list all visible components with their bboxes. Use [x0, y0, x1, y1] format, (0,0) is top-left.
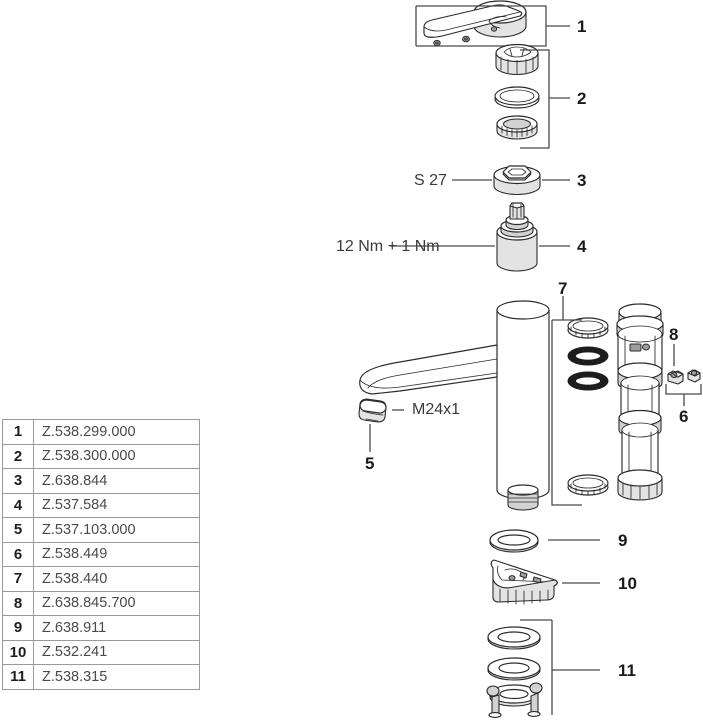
- part-10-base-plate: [490, 559, 558, 605]
- part-6-nut: [687, 369, 701, 383]
- callout-5: 5: [365, 454, 375, 473]
- callout-leader-2: [520, 49, 570, 149]
- table-cell-item: 2: [2, 443, 34, 469]
- part-3-cap-nut: [493, 165, 541, 196]
- parts-table-body: 1 Z.538.299.000 2 Z.538.300.000 3 Z.638.…: [2, 419, 200, 690]
- callout-11: 11: [618, 661, 636, 680]
- callout-leader-7: [551, 296, 582, 506]
- table-row: 4 Z.537.584: [2, 492, 200, 518]
- callout-leader-6: [665, 384, 702, 406]
- callout-leader-5: [369, 409, 404, 452]
- table-row: 6 Z.538.449: [2, 541, 200, 567]
- table-row: 8 Z.638.845.700: [2, 590, 200, 616]
- table-cell-part-number: Z.538.299.000: [33, 419, 200, 445]
- table-cell-part-number: Z.537.103.000: [33, 517, 200, 543]
- callout-4: 4: [577, 237, 587, 256]
- callout-2: 2: [577, 89, 587, 108]
- table-cell-part-number: Z.532.241: [33, 639, 200, 665]
- annotation-torque: 12 Nm + 1 Nm: [336, 238, 440, 255]
- table-cell-item: 10: [2, 639, 34, 665]
- part-7-seal-kit: [567, 317, 609, 496]
- callout-3: 3: [577, 171, 587, 190]
- table-row: 9 Z.638.911: [2, 615, 200, 641]
- callout-10: 10: [618, 574, 637, 593]
- table-cell-item: 6: [2, 541, 34, 567]
- table-cell-item: 3: [2, 468, 34, 494]
- table-cell-part-number: Z.537.584: [33, 492, 200, 518]
- table-cell-part-number: Z.538.315: [33, 664, 200, 690]
- spout-body: [359, 300, 550, 511]
- table-cell-part-number: Z.638.911: [33, 615, 200, 641]
- callout-9: 9: [618, 531, 628, 550]
- part-4-cartridge: [496, 202, 538, 272]
- table-row: 2 Z.538.300.000: [2, 443, 200, 469]
- part-8-grub-screw: [667, 370, 684, 385]
- table-cell-part-number: Z.638.845.700: [33, 590, 200, 616]
- callout-leader-11: [520, 619, 600, 715]
- table-row: 5 Z.537.103.000: [2, 517, 200, 543]
- table-row: 10 Z.532.241: [2, 639, 200, 665]
- table-row: 7 Z.538.440: [2, 566, 200, 592]
- part-1-lever-handle: [423, 0, 527, 47]
- table-row: 3 Z.638.844: [2, 468, 200, 494]
- callout-6: 6: [679, 407, 689, 426]
- table-cell-item: 7: [2, 566, 34, 592]
- table-cell-part-number: Z.638.844: [33, 468, 200, 494]
- table-cell-part-number: Z.538.300.000: [33, 443, 200, 469]
- annotation-thread-size: M24x1: [412, 401, 461, 418]
- valve-cartridge-stack: [616, 303, 664, 501]
- table-cell-part-number: Z.538.449: [33, 541, 200, 567]
- part-11-mounting-hardware: [486, 626, 543, 718]
- callout-leader-1: [415, 5, 570, 47]
- table-row: 1 Z.538.299.000: [2, 419, 200, 445]
- table-cell-item: 9: [2, 615, 34, 641]
- callout-7: 7: [558, 279, 568, 298]
- callout-1: 1: [577, 17, 587, 36]
- annotation-spanner-size: S 27: [414, 172, 447, 189]
- table-cell-item: 4: [2, 492, 34, 518]
- part-2-collar-set: [494, 43, 540, 140]
- table-row: 11 Z.538.315: [2, 664, 200, 690]
- part-9-oring: [489, 529, 539, 553]
- table-cell-item: 11: [2, 664, 34, 690]
- callout-8: 8: [669, 325, 679, 344]
- table-cell-part-number: Z.538.440: [33, 566, 200, 592]
- table-cell-item: 8: [2, 590, 34, 616]
- part-5-aerator: [358, 398, 387, 423]
- table-cell-item: 5: [2, 517, 34, 543]
- parts-table: 1 Z.538.299.000 2 Z.538.300.000 3 Z.638.…: [2, 419, 200, 690]
- table-cell-item: 1: [2, 419, 34, 445]
